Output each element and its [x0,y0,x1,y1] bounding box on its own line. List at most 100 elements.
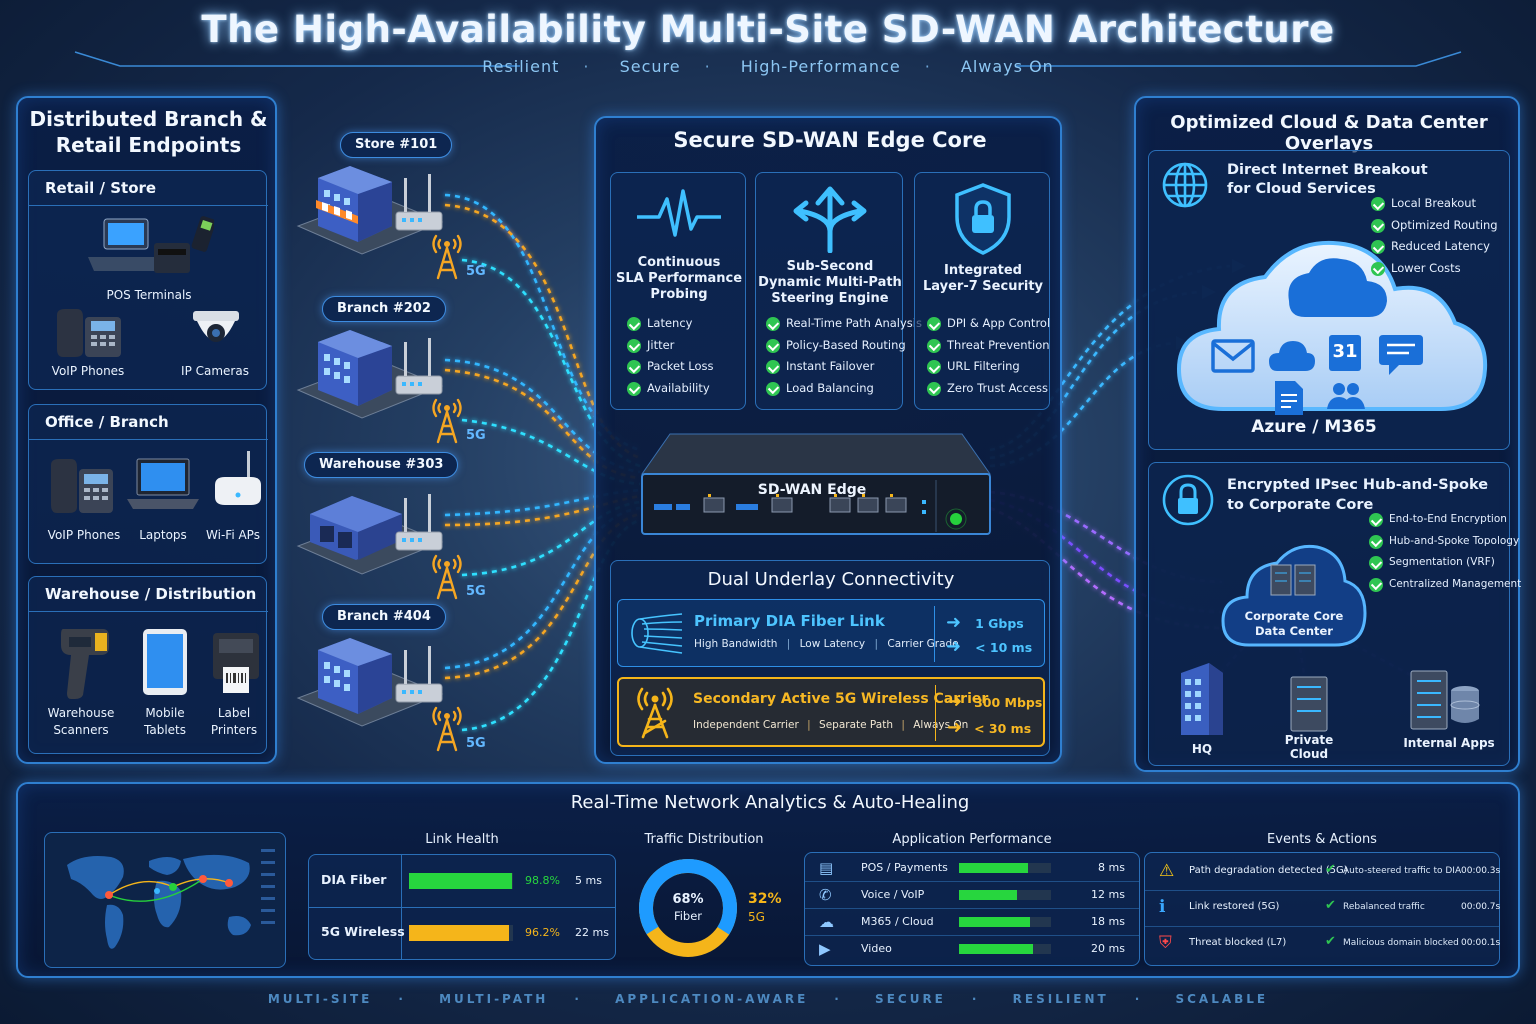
label-printers-line1: Label [217,706,251,720]
footer-tag: APPLICATION-AWARE [615,992,809,1006]
link-health-bar-fill [409,873,512,889]
branch-panel-title-line1: Distributed Branch & [29,107,268,131]
retail-store-title: Retail / Store [45,179,157,197]
private-cloud-line2: Cloud [1289,747,1329,761]
secondary-link-tags: Independent Carrier | Separate Path | Al… [693,719,969,731]
info-icon: ℹ [1159,897,1166,917]
direct-internet-breakout: Direct Internet Breakout for Cloud Servi… [1148,150,1510,450]
steering-card-title-line3: Steering Engine [771,291,889,306]
g5-percent: 32% [748,891,782,907]
azure-m365-label: Azure / M365 [1251,417,1377,437]
branch-endpoints-panel: Distributed Branch & Retail Endpoints Re… [16,96,277,764]
wifi-aps-label: Wi-Fi APs [206,528,260,542]
app-perf-bar [959,944,1051,954]
link-health-bar [409,925,513,941]
arrow-right-icon: ➜ [946,612,962,633]
event-action: Malicious domain blocked [1343,938,1459,948]
ipsec-title: Encrypted IPsec Hub-and-Spoke to Corpora… [1227,475,1488,515]
hq-label: HQ [1191,742,1213,756]
retail-voip-label: VoIP Phones [51,364,125,378]
security-card-title: Integrated Layer-7 Security [915,263,1051,295]
warehouse-group: Warehouse / Distribution Warehouse Scann… [28,576,268,754]
primary-tag: High Bandwidth [694,638,778,650]
page-title: The High-Availability Multi-Site SD-WAN … [201,8,1335,51]
app-perf-bar-fill [959,890,1017,900]
secondary-tag: Independent Carrier [693,719,799,731]
link-name: DIA Fiber [321,872,387,887]
check-item: URL Filtering [927,356,1050,378]
footer-tag: RESILIENT [1012,992,1109,1006]
cloud-panel-title: Optimized Cloud & Data Center Overlays [1170,112,1488,154]
corporate-core-line2: Data Center [1255,624,1333,638]
check-item: End-to-End Encryption [1369,509,1521,531]
subtitle-resilient: Resilient [482,57,560,76]
check-icon: ✔ [1325,934,1336,949]
event-time: 00:00.3s [1461,866,1501,876]
cell-tower-icon [432,398,462,444]
link-name: 5G Wireless [321,924,405,939]
office-branch-title: Office / Branch [45,413,169,431]
analytics-panel: Real-Time Network Analytics & Auto-Heali… [16,782,1520,978]
event-time: 00:00.1s [1461,938,1501,948]
branch-panel-title-line2: Retail Endpoints [55,133,242,157]
sla-card-title: Continuous SLA Performance Probing [611,255,747,303]
warehouse-building-icon [296,494,444,575]
world-map-icon [67,849,275,949]
private-cloud-server-icon [1290,676,1328,732]
label-printer-icon [213,633,259,693]
link-health-pct: 96.2% [525,926,560,939]
pulse-icon [637,189,721,237]
cloud-icon: ☁ [819,913,834,931]
secondary-latency: ➜< 30 ms [947,717,1031,738]
mobile-tablets-label: Mobile Tablets [127,705,203,739]
donut-fiber-slice [639,859,737,957]
azure-cloud-icon [1176,240,1488,415]
warehouse-scanners-line1: Warehouse [47,706,115,720]
cell-tower-icon [432,234,462,280]
check-item: Load Balancing [766,378,922,400]
subtitle-always-on: Always On [960,57,1054,76]
secondary-5g-link: Secondary Active 5G Wireless Carrier Ind… [617,677,1045,747]
mobile-tablets-line1: Mobile [145,706,185,720]
dia-title: Direct Internet Breakout for Cloud Servi… [1227,161,1428,199]
security-card-title-line2: Layer-7 Security [922,279,1044,294]
app-perf-bar-fill [959,944,1033,954]
event-action: Auto-steered traffic to DIA [1343,866,1462,876]
steering-card-title: Sub-Second Dynamic Multi-Path Steering E… [756,259,904,307]
g5-share: 32% 5G [748,890,782,926]
dia-title-line2: for Cloud Services [1227,181,1376,197]
internal-apps-icon [1410,670,1480,730]
app-perf-bar-fill [959,917,1030,927]
analytics-title: Real-Time Network Analytics & Auto-Heali… [570,792,970,813]
link-health-bar [409,873,513,889]
site-label: Store #101 [340,132,453,158]
lock-icon [1162,474,1214,526]
security-checklist: DPI & App Control Threat Prevention URL … [927,313,1050,399]
app-name: M365 / Cloud [861,915,934,928]
video-icon: ▶ [819,940,831,958]
footer-tag: MULTI-SITE [267,992,373,1006]
shield-icon: ⛨ [1159,933,1172,953]
phone-icon: ✆ [819,886,832,904]
site-5g-label: 5G [466,428,486,443]
private-cloud-label: Private Cloud [1271,733,1347,761]
events-table: ⚠Path degradation detected (5G)✔Auto-ste… [1144,852,1500,966]
primary-fiber-link: Primary DIA Fiber Link High Bandwidth | … [617,599,1045,667]
site-label: Warehouse #303 [304,452,459,478]
footer-tag: SECURE [875,992,946,1006]
sla-checklist: Latency Jitter Packet Loss Availability [627,313,714,399]
cell-tower-icon [432,554,462,600]
warehouse-title: Warehouse / Distribution [45,585,257,603]
steering-checklist: Real-Time Path Analysis Policy-Based Rou… [766,313,922,399]
footer-tag: MULTI-PATH [439,992,549,1006]
site-5g-label: 5G [466,264,486,279]
primary-tag: Low Latency [799,638,866,650]
sla-card-title-line1: Continuous [637,255,721,270]
ipsec-title-line1: Encrypted IPsec Hub-and-Spoke [1227,477,1489,493]
subtitle-secure: Secure [619,57,681,76]
voip-phone-icon [57,309,121,357]
app-name: POS / Payments [861,861,948,874]
